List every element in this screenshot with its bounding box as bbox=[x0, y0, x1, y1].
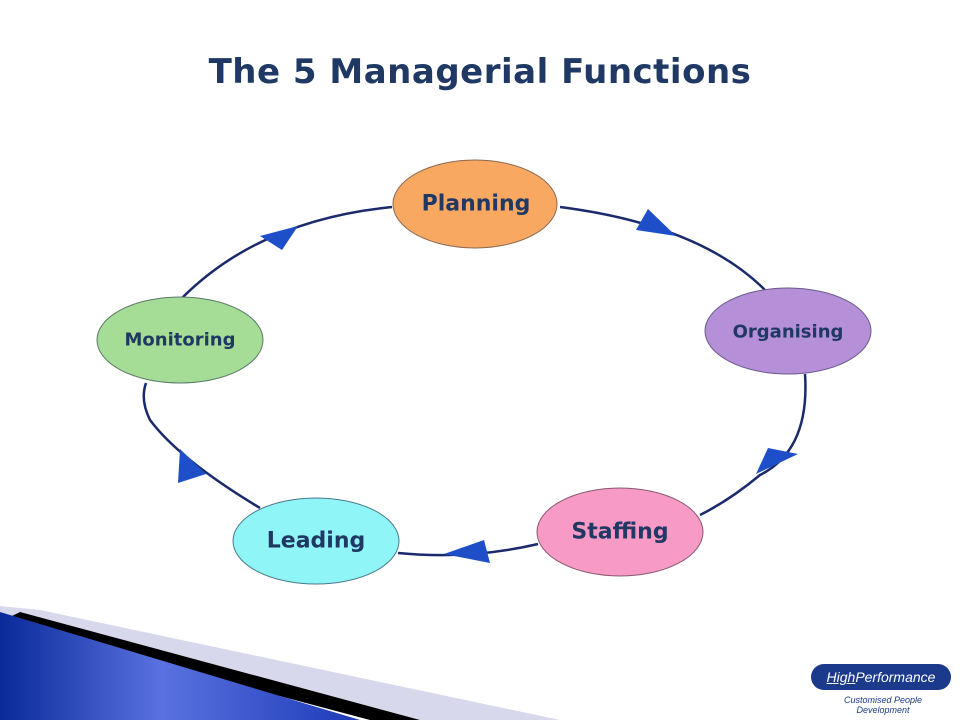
node-staffing: Staffing bbox=[536, 487, 704, 577]
logo-high-text: High bbox=[826, 669, 856, 685]
arrow-right-icon bbox=[636, 209, 676, 236]
arrow-down-icon bbox=[756, 448, 798, 474]
corner-decoration bbox=[0, 590, 960, 720]
cycle-arrowheads bbox=[178, 209, 798, 563]
arrow-up-right-icon bbox=[260, 226, 298, 250]
node-label-leading: Leading bbox=[267, 529, 365, 554]
node-planning: Planning bbox=[392, 159, 558, 249]
arrow-up-icon bbox=[178, 449, 206, 483]
node-label-monitoring: Monitoring bbox=[125, 330, 236, 351]
connector-organising-staffing bbox=[699, 373, 807, 517]
node-leading: Leading bbox=[232, 497, 400, 585]
cycle-connectors bbox=[142, 205, 807, 557]
connector-planning-organising bbox=[559, 205, 766, 291]
connector-monitoring-planning bbox=[181, 205, 393, 299]
node-organising: Organising bbox=[704, 287, 872, 375]
arrow-left-icon bbox=[444, 540, 490, 563]
slide-title: The 5 Managerial Functions bbox=[208, 52, 752, 92]
connector-leading-monitoring bbox=[142, 382, 261, 510]
node-monitoring: Monitoring bbox=[96, 296, 264, 384]
node-label-organising: Organising bbox=[733, 322, 844, 343]
logo-performance-text: Performance bbox=[855, 669, 936, 685]
node-label-staffing: Staffing bbox=[571, 520, 668, 545]
company-logo: HighPerformance bbox=[811, 664, 951, 690]
logo-tagline: Customised People Development bbox=[843, 695, 923, 715]
node-label-planning: Planning bbox=[422, 192, 531, 217]
